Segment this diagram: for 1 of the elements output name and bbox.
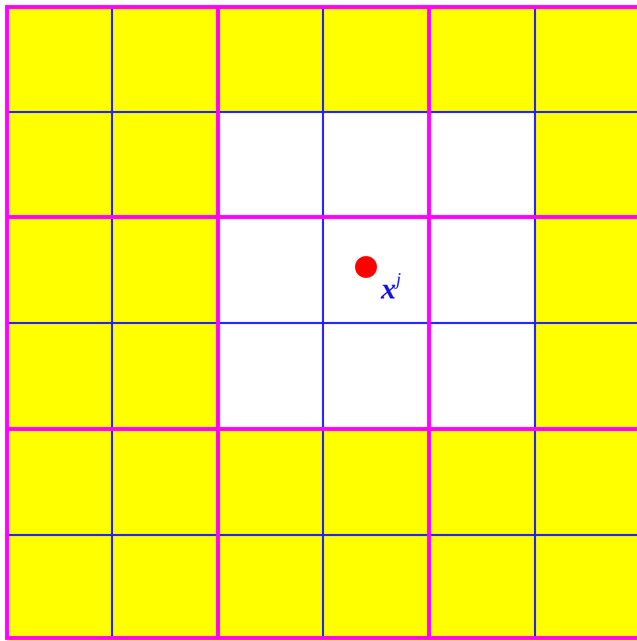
- point-label: x$^{j}$: [381, 270, 402, 304]
